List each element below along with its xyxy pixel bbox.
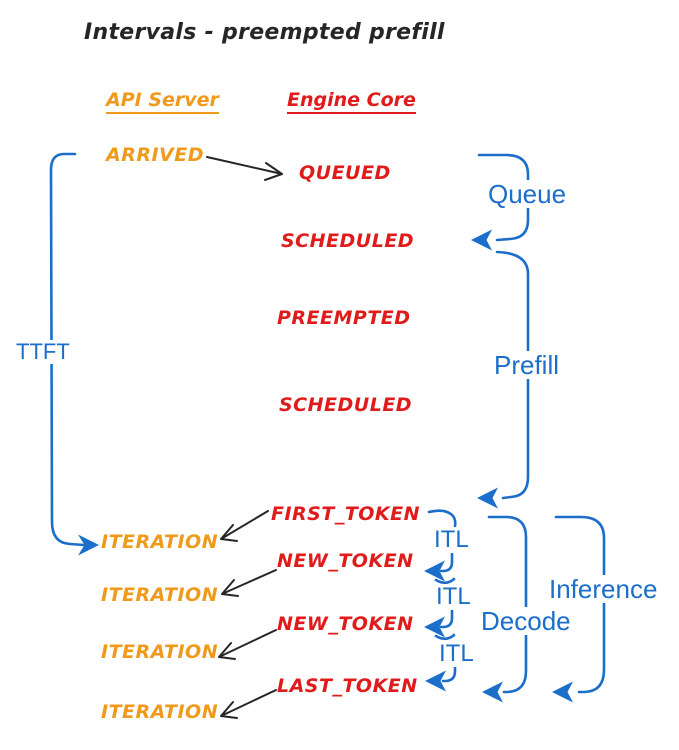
event-preempted: PREEMPTED: [277, 307, 411, 329]
event-new-token-2: NEW_TOKEN: [277, 613, 414, 635]
event-scheduled-2: SCHEDULED: [279, 394, 413, 416]
event-iteration-3: ITERATION: [101, 641, 219, 663]
event-iteration-4: ITERATION: [101, 701, 219, 723]
event-arrived: ARRIVED: [106, 144, 204, 166]
itl-bracket-3: [425, 662, 457, 692]
arrow-arrived-to-queued: [206, 156, 283, 181]
event-queued: QUEUED: [299, 162, 391, 184]
queue-arrowhead-icon: [471, 229, 492, 251]
arrow-new-token2-to-iteration: [218, 629, 277, 660]
itl-bracket-1: [424, 509, 457, 585]
itl-arrowhead-icon: [424, 616, 445, 638]
inference-arrowhead-icon: [552, 681, 573, 703]
decode-arrowhead-icon: [482, 681, 503, 703]
column-header-api-server: API Server: [106, 89, 219, 114]
prefill-arrowhead-icon: [477, 487, 498, 509]
event-first-token: FIRST_TOKEN: [271, 503, 421, 525]
event-new-token-1: NEW_TOKEN: [277, 550, 414, 572]
event-scheduled-1: SCHEDULED: [281, 230, 415, 252]
interval-label-itl-2: ITL: [433, 584, 474, 610]
interval-label-queue: Queue: [485, 180, 570, 208]
itl-arrowhead-icon: [425, 670, 446, 692]
diagram-title: Intervals - preempted prefill: [84, 20, 445, 45]
arrow-new-token-to-iteration: [221, 569, 277, 597]
arrow-first-token-to-iteration: [220, 510, 269, 542]
column-header-engine-core: Engine Core: [287, 89, 416, 114]
event-iteration-1: ITERATION: [101, 531, 219, 553]
interval-label-itl-3: ITL: [436, 641, 477, 667]
interval-label-decode: Decode: [478, 607, 574, 635]
event-iteration-2: ITERATION: [101, 584, 219, 606]
prefill-bracket: [477, 250, 530, 509]
interval-label-prefill: Prefill: [491, 351, 563, 379]
ttft-arrowhead-icon: [78, 534, 99, 556]
interval-label-ttft: TTFT: [13, 340, 73, 364]
inference-bracket: [552, 515, 606, 703]
itl-arrowhead-icon: [424, 560, 445, 582]
interval-label-itl-1: ITL: [431, 527, 472, 553]
event-last-token: LAST_TOKEN: [277, 675, 418, 697]
itl-bracket-2: [424, 608, 456, 641]
arrow-last-token-to-iteration: [220, 689, 277, 719]
decode-bracket: [482, 515, 528, 703]
interval-label-inference: Inference: [546, 575, 661, 603]
